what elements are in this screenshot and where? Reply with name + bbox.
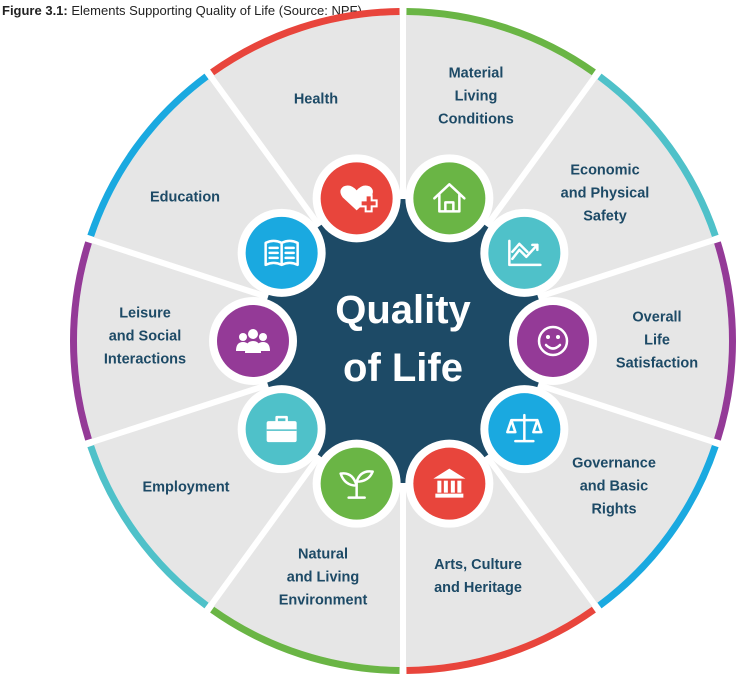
- segment-arc: [87, 73, 209, 238]
- segment-arc: [87, 444, 209, 609]
- segment-arc: [597, 73, 719, 238]
- segment-arc: [406, 606, 596, 674]
- figure-title: Elements Supporting Quality of Life (Sou…: [67, 3, 366, 18]
- segment-label-governance: Governance and Basic Rights: [572, 455, 656, 518]
- segment-label-health: Health: [293, 91, 339, 108]
- plant-icon: [320, 447, 393, 520]
- figure-caption: Figure 3.1: Elements Supporting Quality …: [2, 3, 365, 19]
- segment-arc: [210, 8, 400, 76]
- segment-arc: [210, 606, 400, 674]
- segment-label-arts: Arts, Culture and Heritage: [434, 557, 522, 596]
- center-title-line1: Quality: [335, 288, 471, 332]
- segment-label-employment: Employment: [142, 479, 230, 496]
- center-hub: [261, 199, 545, 483]
- smiley-icon: [517, 305, 589, 377]
- segment-label-education: Education: [149, 189, 221, 206]
- segment-arc: [69, 241, 92, 441]
- heart-plus-icon: [320, 162, 393, 235]
- segment-label-leisure: Leisure and Social Interactions: [103, 305, 187, 368]
- segment-label-overall: Overall Life Satisfaction: [615, 309, 699, 372]
- segment-label-economic: Economic and Physical Safety: [560, 162, 650, 225]
- museum-icon: [413, 447, 486, 520]
- segment-label-natural: Natural and Living Environment: [278, 546, 368, 609]
- figure-number: Figure 3.1:: [2, 3, 68, 18]
- line-chart-icon: [488, 216, 561, 289]
- house-icon: [413, 162, 486, 235]
- people-icon: [217, 305, 289, 377]
- book-icon: [245, 216, 318, 289]
- segment-label-material: Material Living Conditions: [438, 65, 514, 128]
- segment-arc: [406, 8, 596, 76]
- segment-arc: [597, 444, 719, 609]
- center-title-line2: of Life: [343, 346, 463, 390]
- scales-icon: [488, 393, 561, 466]
- briefcase-icon: [245, 393, 318, 466]
- segment-arc: [714, 241, 736, 441]
